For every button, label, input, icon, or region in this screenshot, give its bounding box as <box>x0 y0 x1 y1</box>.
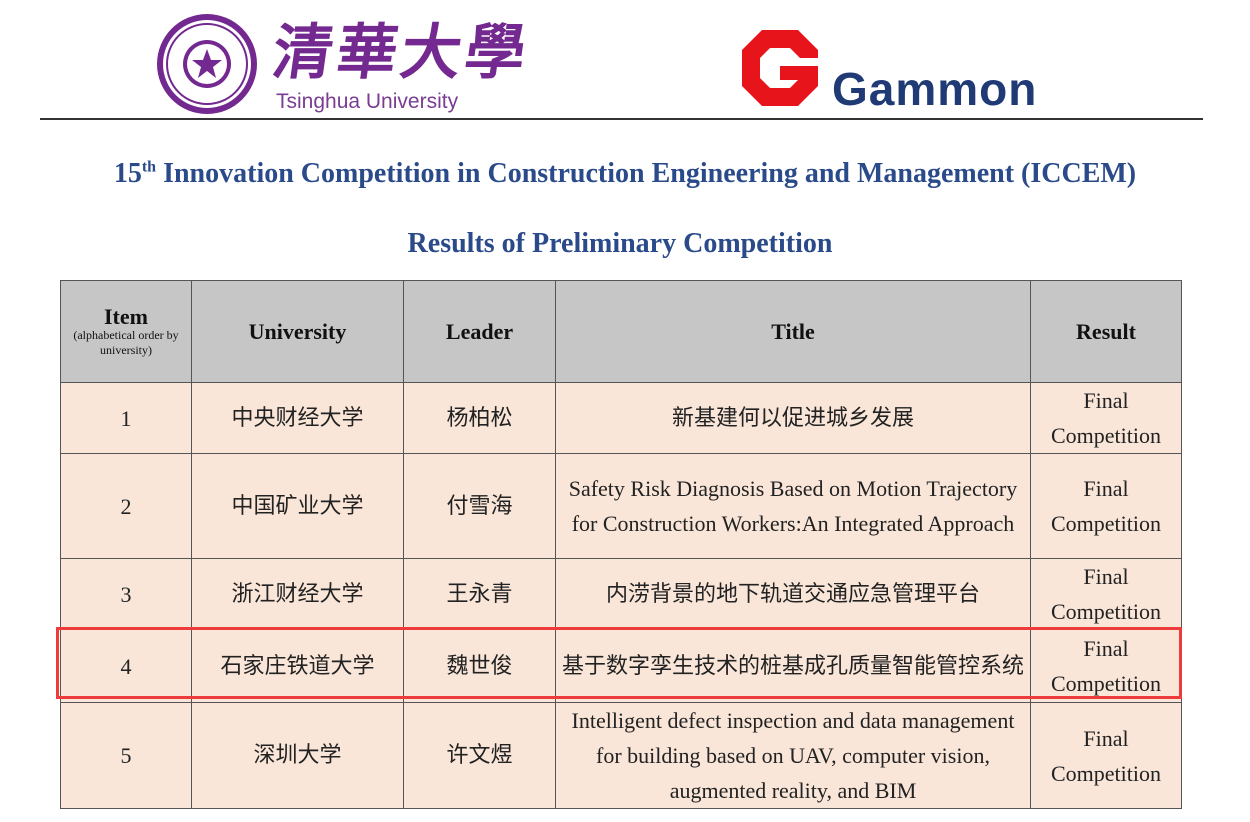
cell-university: 石家庄铁道大学 <box>191 629 404 703</box>
table-row: 2 中国矿业大学 付雪海 Safety Risk Diagnosis Based… <box>60 453 1182 559</box>
title-ordinal: th <box>141 158 157 176</box>
cell-university: 中国矿业大学 <box>191 453 404 559</box>
table-row: 5 深圳大学 许文煜 Intelligent defect inspection… <box>60 702 1182 809</box>
header-leader: Leader <box>403 280 556 383</box>
header-title: Title <box>555 280 1031 383</box>
cell-item: 4 <box>60 629 192 703</box>
cell-result: Final Competition <box>1030 558 1182 630</box>
header-item-label: Item <box>104 303 148 329</box>
cell-leader: 杨柏松 <box>403 382 556 454</box>
header-item-note: (alphabetical order by university) <box>73 327 179 357</box>
header-divider <box>40 118 1203 120</box>
title-text: Innovation Competition in Construction E… <box>156 158 1137 189</box>
tsinghua-seal-logo <box>157 14 257 114</box>
header: 清華大學 Tsinghua University Gammon <box>0 0 1250 122</box>
tsinghua-name-en: Tsinghua University <box>276 90 459 113</box>
page-title: 15th Innovation Competition in Construct… <box>0 158 1250 190</box>
tsinghua-name-cn: 清華大學 <box>268 18 535 88</box>
table-row-highlighted: 4 石家庄铁道大学 魏世俊 基于数字孪生技术的桩基成孔质量智能管控系统 Fina… <box>60 629 1182 703</box>
cell-university: 中央财经大学 <box>191 382 404 454</box>
gammon-name: Gammon <box>832 63 1038 115</box>
table-header-row: Item(alphabetical order by university) U… <box>60 280 1182 383</box>
cell-leader: 王永青 <box>403 558 556 630</box>
cell-item: 5 <box>60 702 192 809</box>
table-row: 1 中央财经大学 杨柏松 新基建何以促进城乡发展 Final Competiti… <box>60 382 1182 454</box>
cell-title: 新基建何以促进城乡发展 <box>555 382 1031 454</box>
cell-title: 基于数字孪生技术的桩基成孔质量智能管控系统 <box>555 629 1031 703</box>
cell-title: Safety Risk Diagnosis Based on Motion Tr… <box>555 453 1031 559</box>
header-university: University <box>191 280 404 383</box>
header-result: Result <box>1030 280 1182 383</box>
title-number: 15 <box>113 158 142 189</box>
cell-item: 3 <box>60 558 192 630</box>
cell-university: 深圳大学 <box>191 702 404 809</box>
gammon-logo-icon <box>742 30 818 106</box>
page-subtitle: Results of Preliminary Competition <box>407 228 833 259</box>
cell-leader: 许文煜 <box>403 702 556 809</box>
cell-result: Final Competition <box>1030 382 1182 454</box>
table-row: 3 浙江财经大学 王永青 内涝背景的地下轨道交通应急管理平台 Final Com… <box>60 558 1182 630</box>
cell-result: Final Competition <box>1030 629 1182 703</box>
cell-item: 1 <box>60 382 192 454</box>
row-highlight-box <box>56 627 1182 699</box>
cell-leader: 付雪海 <box>403 453 556 559</box>
cell-title: 内涝背景的地下轨道交通应急管理平台 <box>555 558 1031 630</box>
cell-title: Intelligent defect inspection and data m… <box>555 702 1031 809</box>
cell-leader: 魏世俊 <box>403 629 556 703</box>
cell-result: Final Competition <box>1030 702 1182 809</box>
cell-result: Final Competition <box>1030 453 1182 559</box>
cell-item: 2 <box>60 453 192 559</box>
header-item: Item(alphabetical order by university) <box>60 280 192 383</box>
results-table: Item(alphabetical order by university) U… <box>60 280 1182 809</box>
cell-university: 浙江财经大学 <box>191 558 404 630</box>
